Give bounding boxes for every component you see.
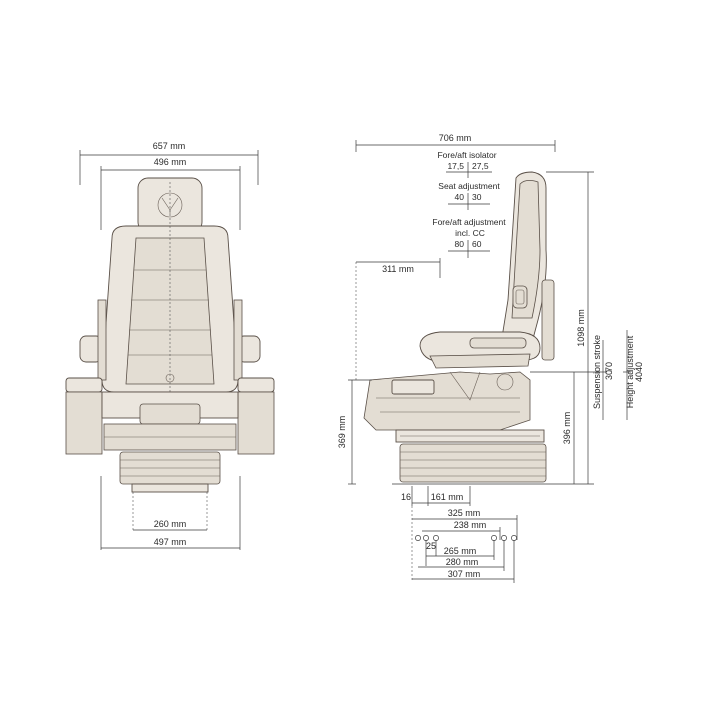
base-depth-label: 161 mm bbox=[431, 492, 464, 502]
base-offset-label: 16 bbox=[401, 492, 411, 502]
dim-base-width: 260 mm bbox=[132, 492, 208, 532]
dim-suspension-stroke: Suspension stroke 30 70 bbox=[592, 335, 614, 420]
side-seat bbox=[363, 171, 560, 485]
fore-aft-isolator-right: 27,5 bbox=[472, 161, 489, 171]
height-total-label: 1098 mm bbox=[576, 309, 586, 347]
fore-aft-adjustment-label2: incl. CC bbox=[455, 228, 485, 238]
fore-aft-isolator-label: Fore/aft isolator bbox=[437, 150, 496, 160]
rail-hole-6 bbox=[511, 535, 517, 541]
rail-hole-5 bbox=[501, 535, 507, 541]
overall-width-label: 657 mm bbox=[153, 141, 186, 151]
rail-307-label: 307 mm bbox=[448, 569, 481, 579]
rail-dimensions: 325 mm 238 mm 25 265 mm 280 mm 307 mm bbox=[411, 506, 518, 583]
front-bellows bbox=[119, 451, 221, 493]
overall-depth-label: 706 mm bbox=[439, 133, 472, 143]
dim-overall-depth: 706 mm bbox=[355, 133, 556, 152]
dim-overall-width: 657 mm bbox=[79, 141, 259, 185]
seat-adjustment-left: 40 bbox=[455, 192, 465, 202]
dim-height-adjustment: Height adjustment 40 40 bbox=[623, 330, 644, 420]
height-a-label: 40 bbox=[634, 362, 644, 372]
rail-hole-2 bbox=[423, 535, 429, 541]
seat-adjustment-label: Seat adjustment bbox=[438, 181, 500, 191]
fore-aft-adjustment-right: 60 bbox=[472, 239, 482, 249]
seat-height-label: 369 mm bbox=[337, 416, 347, 449]
fore-aft-adjustment: Fore/aft adjustment incl. CC 80 60 bbox=[432, 217, 506, 258]
front-armrests bbox=[79, 299, 261, 381]
base-width-label: 260 mm bbox=[154, 519, 187, 529]
dim-seat-height: 369 mm bbox=[337, 379, 372, 485]
height-b-label: 40 bbox=[634, 372, 644, 382]
front-backrest bbox=[101, 182, 239, 395]
suspension-stroke-label: Suspension stroke bbox=[592, 335, 602, 409]
footprint-width-label: 497 mm bbox=[154, 537, 187, 547]
rail-hole-1 bbox=[415, 535, 421, 541]
front-seat-frame bbox=[65, 377, 275, 455]
backrest-offset-label: 311 mm bbox=[382, 264, 414, 274]
fore-aft-isolator-left: 17,5 bbox=[447, 161, 464, 171]
front-view: 657 mm 496 mm bbox=[65, 141, 275, 550]
fore-aft-isolator: Fore/aft isolator 17,5 27,5 bbox=[437, 150, 497, 178]
seat-adjustment: Seat adjustment 40 30 bbox=[438, 181, 500, 210]
rail-hole-4 bbox=[491, 535, 497, 541]
dim-backrest-width: 496 mm bbox=[100, 157, 241, 230]
dim-footprint-width: 497 mm bbox=[100, 476, 241, 550]
rail-238-label: 238 mm bbox=[454, 520, 487, 530]
suspension-b-label: 70 bbox=[604, 362, 614, 372]
dim-backrest-offset: 311 mm bbox=[355, 258, 441, 380]
suspension-a-label: 30 bbox=[604, 370, 614, 380]
rail-280-label: 280 mm bbox=[446, 557, 479, 567]
side-view: 706 mm Fore/aft isolator 17,5 27,5 Seat … bbox=[337, 133, 644, 583]
backrest-width-label: 496 mm bbox=[154, 157, 187, 167]
rail-25-label: 25 bbox=[426, 541, 436, 551]
rail-265-label: 265 mm bbox=[444, 546, 477, 556]
rail-325-label: 325 mm bbox=[448, 508, 481, 518]
height-adjustment-label: Height adjustment bbox=[625, 335, 635, 408]
fore-aft-adjustment-label: Fore/aft adjustment bbox=[432, 217, 506, 227]
dim-height-total: 1098 mm bbox=[546, 171, 594, 485]
seat-height-right-label: 396 mm bbox=[562, 412, 572, 445]
rail-hole-3 bbox=[433, 535, 439, 541]
seat-adjustment-right: 30 bbox=[472, 192, 482, 202]
fore-aft-adjustment-left: 80 bbox=[455, 239, 465, 249]
dim-base-depth: 16 161 mm bbox=[401, 486, 471, 506]
